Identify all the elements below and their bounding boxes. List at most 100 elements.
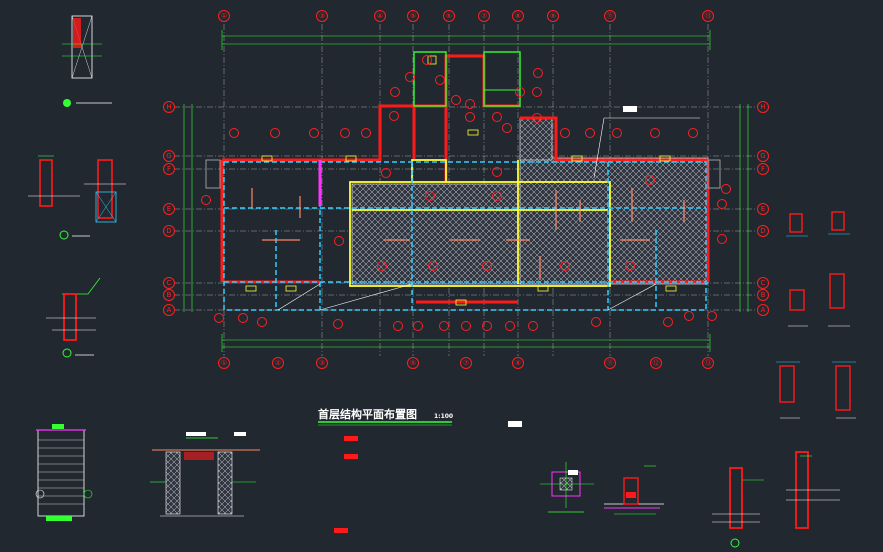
axis-bubble-right-label: F <box>761 165 765 173</box>
member-tags <box>201 55 731 331</box>
axis-bubble-top-label: ⑨ <box>550 12 556 20</box>
member-tag-icon <box>340 128 350 138</box>
detail-bottom-footing <box>604 465 664 515</box>
member-tag-icon <box>229 128 239 138</box>
axis-bubble-right-label: H <box>760 103 765 111</box>
axis-bubble-bottom-label: ⑦ <box>463 359 469 367</box>
axis-bubble-right: B <box>757 289 769 301</box>
axis-bubble-bottom-label: ⑪ <box>607 359 614 367</box>
axis-bubble-left: A <box>163 304 175 316</box>
axis-bubble-top: ⑨ <box>547 10 559 22</box>
axis-bubble-top-label: ⑪ <box>607 12 614 20</box>
member-tag-icon <box>428 261 438 271</box>
axis-bubble-bottom-label: ③ <box>319 359 325 367</box>
axis-bubble-top: ⑤ <box>407 10 419 22</box>
axis-bubble-bottom-label: ① <box>221 359 227 367</box>
member-tag-icon <box>707 311 717 321</box>
axis-bubble-top-label: ⑤ <box>410 12 416 20</box>
legend-swatch-1 <box>344 436 358 441</box>
axis-bubble-top: ① <box>218 10 230 22</box>
detail-bottom-column-section <box>540 462 594 513</box>
interior-wall-ticks <box>251 188 685 280</box>
annotation-tag <box>623 106 637 112</box>
member-tag-icon <box>465 112 475 122</box>
axis-bubble-left-label: F <box>167 165 171 173</box>
floor-plan <box>205 51 721 311</box>
axis-bubble-left: D <box>163 225 175 237</box>
legend-tag-white <box>508 421 522 427</box>
member-tag-icon <box>465 99 475 109</box>
member-tag-icon <box>333 319 343 329</box>
axis-bubble-left: C <box>163 277 175 289</box>
member-tag-icon <box>684 311 694 321</box>
member-tag-icon <box>238 313 248 323</box>
legend-swatch-2 <box>344 454 358 459</box>
axis-bubble-top: ⑬ <box>702 10 714 22</box>
member-tag-icon <box>625 261 635 271</box>
detail-bottom-right-walls <box>712 451 840 548</box>
member-tag-icon <box>390 87 400 97</box>
axis-bubble-left-label: B <box>167 291 172 299</box>
axis-bubble-top: ⑥ <box>443 10 455 22</box>
member-tag-icon <box>482 261 492 271</box>
member-tag-icon <box>334 236 344 246</box>
member-tag-icon <box>650 128 660 138</box>
axis-bubble-bottom: ⑦ <box>460 357 472 369</box>
axis-bubble-left: E <box>163 203 175 215</box>
member-tag-icon <box>717 199 727 209</box>
detail-bottom-left-column <box>35 424 93 521</box>
axis-bubble-top: ⑦ <box>478 10 490 22</box>
member-tag-icon <box>721 184 731 194</box>
detail-mark-A-icon <box>63 99 71 107</box>
axis-bubble-bottom: ⑧ <box>512 357 524 369</box>
axis-bubble-right: E <box>757 203 769 215</box>
member-tag-icon <box>532 113 542 123</box>
member-tag-icon <box>560 128 570 138</box>
detail-mark-D-icon <box>59 230 69 240</box>
legend-swatch-3 <box>334 528 348 533</box>
axis-bubble-top-label: ③ <box>319 12 325 20</box>
beam-core <box>411 159 447 182</box>
member-tag-icon <box>389 111 399 121</box>
member-tag-icon <box>533 68 543 78</box>
member-tag-icon <box>482 321 492 331</box>
stair-diagonal-s <box>319 283 413 311</box>
axis-bubble-bottom-label: ⑧ <box>515 359 521 367</box>
openings <box>245 55 677 306</box>
axis-bubble-right: D <box>757 225 769 237</box>
axis-bubble-right: C <box>757 277 769 289</box>
member-tag-icon <box>591 317 601 327</box>
member-tag-icon <box>688 128 698 138</box>
drawing-title: 首层结构平面布置图 <box>318 407 417 421</box>
axis-bubble-left: G <box>163 150 175 162</box>
member-tag-icon <box>377 261 387 271</box>
axis-bubble-bottom-label: ② <box>275 359 281 367</box>
member-tag-icon <box>201 195 211 205</box>
member-tag-icon <box>585 128 595 138</box>
axis-bubble-right-label: D <box>760 227 765 235</box>
axis-bubble-bottom-label: ⑫ <box>653 359 660 367</box>
drawing-scale: 1:100 <box>434 413 453 420</box>
axis-bubble-left-label: E <box>167 205 171 213</box>
member-tag-icon <box>560 261 570 271</box>
axis-bubble-top-label: ① <box>221 12 227 20</box>
bay-window-west <box>205 159 221 189</box>
beam-outline-center <box>349 181 611 287</box>
dimension-lines <box>183 30 749 352</box>
detail-mark-B-icon <box>62 348 72 358</box>
member-tag-icon <box>492 112 502 122</box>
member-tag-icon <box>515 87 525 97</box>
member-tag-icon <box>439 321 449 331</box>
axis-bubble-bottom: ⑫ <box>650 357 662 369</box>
slab-zone-east <box>519 157 709 285</box>
axis-bubble-bottom: ⑪ <box>604 357 616 369</box>
member-tag-icon <box>425 191 435 201</box>
member-tag-icon <box>612 128 622 138</box>
axis-bubble-left: F <box>163 163 175 175</box>
axis-bubble-bottom-label: ⑬ <box>705 359 712 367</box>
member-tag-icon <box>393 321 403 331</box>
detail-top-left <box>62 15 112 107</box>
detail-bottom-frame <box>150 432 260 517</box>
stair-diagonal-se <box>607 283 657 311</box>
axis-bubble-top-label: ⑥ <box>446 12 452 20</box>
